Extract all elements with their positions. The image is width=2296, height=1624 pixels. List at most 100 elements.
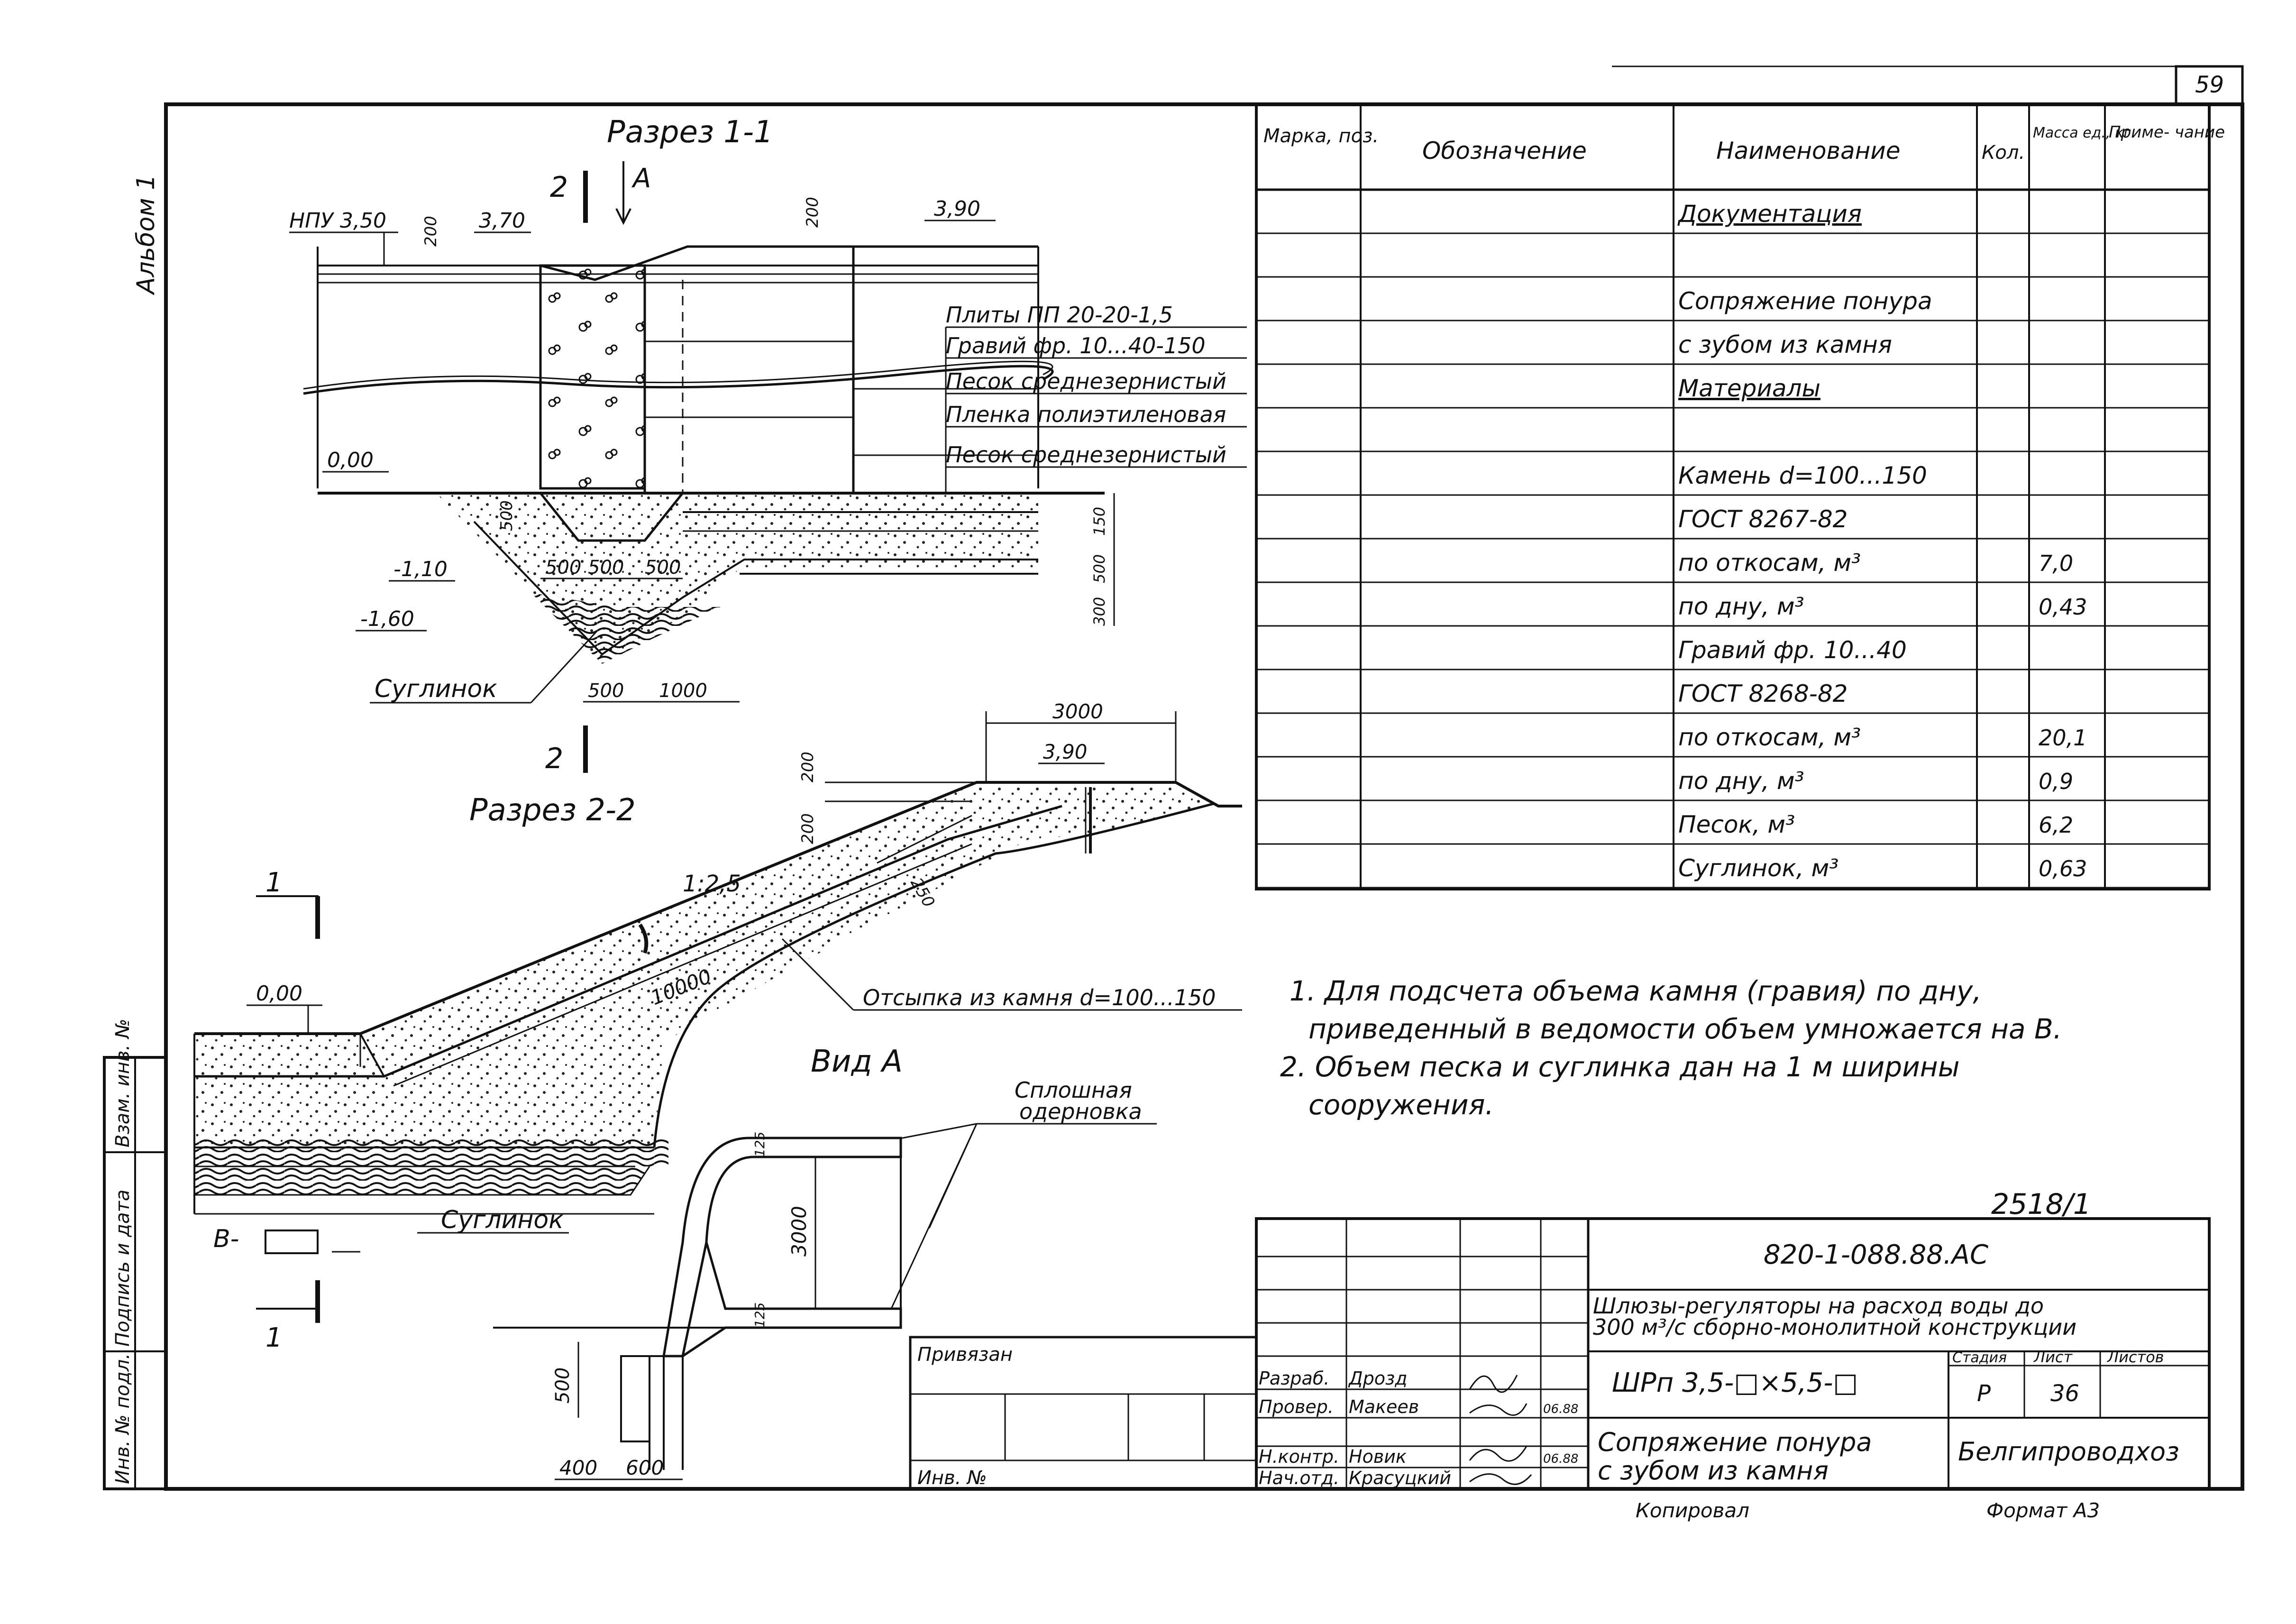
mark-code: ШРп 3,5-□×5,5-□	[1612, 1367, 1858, 1398]
spec-row-name: по дну, м³	[1678, 593, 1804, 620]
section-1-dim-150: 150	[1090, 507, 1108, 536]
section-1-dim-500d: 500	[588, 680, 624, 702]
section-1-dim-500v: 500	[497, 500, 516, 531]
section-2-dim-3000: 3000	[1052, 700, 1103, 723]
section-1-dim-1000: 1000	[659, 680, 707, 702]
note-line-3: 2. Объем песка и суглинка дан на 1 м шир…	[1280, 1051, 1960, 1083]
section-1-arrow-label: A	[631, 163, 651, 194]
signature-checker	[1469, 1403, 1528, 1416]
inv-label: Инв. №	[917, 1467, 987, 1489]
section-2-level-000: 0,00	[256, 982, 302, 1006]
view-a-dim-600: 600	[626, 1456, 664, 1479]
layer-film: Пленка полиэтиленовая	[946, 402, 1226, 427]
section-2-slope: 1:2,5	[683, 871, 741, 897]
archive-number: 2518/1	[1991, 1188, 2091, 1221]
section-1-dim-200a: 200	[421, 216, 440, 247]
drawing-title-1: Сопряжение понура	[1598, 1427, 1872, 1457]
date-checker: 06.88	[1543, 1402, 1578, 1416]
section-2-soil-label: Суглинок	[441, 1206, 564, 1234]
spec-row-mass: 0,9	[2039, 769, 2073, 794]
spec-row-mass: 6,2	[2039, 812, 2073, 838]
spec-row-name: по откосам, м³	[1678, 724, 1861, 751]
view-a-sod-2: одерновка	[1019, 1099, 1142, 1124]
date-normcontrol: 06.88	[1543, 1452, 1578, 1466]
view-a-dim-3000: 3000	[787, 1206, 811, 1257]
role-head: Нач.отд.	[1259, 1468, 1339, 1488]
section-1-title: Разрез 1-1	[607, 115, 773, 150]
organization: Белгипроводхоз	[1958, 1437, 2179, 1467]
title-block: Привязан Инв. № 820-1-088.88.АС Шлюзы-ре…	[909, 1217, 2211, 1490]
name-developer: Дрозд	[1348, 1368, 1408, 1389]
role-checker: Провер.	[1259, 1396, 1334, 1417]
section-1-dim-500r: 500	[1090, 554, 1108, 583]
signature-normcontrol	[1469, 1446, 1528, 1462]
notes: 1. Для подсчета объема камня (гравия) по…	[1280, 975, 2062, 1121]
sheet-value: 36	[2050, 1380, 2079, 1407]
section-2-dim-200a: 200	[798, 752, 817, 782]
section-2-mark-bottom: 1	[265, 1322, 283, 1353]
section-1-dim-500b: 500	[588, 557, 624, 578]
stage-label: Стадия	[1952, 1349, 2007, 1366]
section-1-level-npu: НПУ 3,50	[289, 209, 386, 233]
spec-row-mass: 20,1	[2039, 725, 2087, 751]
spec-row-name: ГОСТ 8268-82	[1678, 680, 1848, 707]
sheet-number: 59	[2195, 72, 2224, 98]
copied-by: Копировал	[1636, 1499, 1749, 1522]
side-stamp-inv: Инв. № подл.	[112, 1353, 134, 1484]
section-1-1: Разрез 1-1 2 A НПУ 3	[289, 115, 1247, 775]
section-2-stone-fill: Отсыпка из камня d=100...150	[863, 985, 1216, 1010]
drawing-title-2: с зубом из камня	[1598, 1456, 1829, 1486]
doc-code: 820-1-088.88.АС	[1764, 1239, 1988, 1270]
section-1-level-370: 3,70	[479, 209, 525, 233]
spec-row-name: Песок, м³	[1678, 811, 1795, 838]
spec-row-name: Материалы	[1678, 375, 1820, 402]
signature-head	[1469, 1473, 1532, 1485]
section-2-2: Разрез 2-2 3000 3,90 200 200 250 1:2,5 1…	[193, 700, 1242, 1353]
bound-label: Привязан	[917, 1344, 1013, 1366]
sheet-frame	[164, 65, 2244, 1491]
spec-row-mass: 7,0	[2039, 551, 2073, 576]
project-line-2: 300 м³/с сборно-монолитной конструкции	[1593, 1314, 2076, 1340]
spec-row-name: по откосам, м³	[1678, 549, 1861, 577]
spec-row-name: Камень d=100...150	[1678, 462, 1927, 489]
side-stamp	[103, 1056, 167, 1490]
spec-row-name: ГОСТ 8267-82	[1678, 505, 1848, 533]
spec-row-name: Документация	[1677, 200, 1862, 228]
section-1-dim-500a: 500	[545, 557, 581, 578]
section-1-level-390: 3,90	[934, 197, 980, 221]
section-1-dim-200b: 200	[803, 197, 822, 228]
section-2-title: Разрез 2-2	[469, 793, 636, 828]
spec-row-mass: 0,43	[2039, 594, 2087, 620]
spec-header-qty: Кол.	[1982, 142, 2025, 164]
view-a-dim-400: 400	[559, 1456, 597, 1479]
section-1-level-m160: -1,60	[360, 607, 414, 631]
name-normcontrol: Новик	[1349, 1446, 1407, 1467]
name-checker: Макеев	[1349, 1396, 1419, 1417]
album-label: Альбом 1	[132, 174, 160, 295]
section-2-width-label: В-	[213, 1225, 239, 1253]
spec-table: Марка, поз. Обозначение Наименование Кол…	[1255, 103, 2225, 890]
project-line-1: Шлюзы-регуляторы на расход воды до	[1593, 1293, 2044, 1319]
view-a: Вид А Сплошная одерновка 3000 125 125 50…	[493, 1044, 1157, 1480]
side-stamp-replace: Взам. инв. №	[112, 1018, 134, 1147]
section-1-dim-300r: 300	[1090, 597, 1108, 626]
view-a-sod-1: Сплошная	[1015, 1077, 1132, 1103]
sheet-label: Лист	[2033, 1348, 2073, 1366]
spec-row-name: Гравий фр. 10...40	[1678, 636, 1907, 664]
note-line-1: 1. Для подсчета объема камня (гравия) по…	[1290, 975, 1982, 1007]
spec-header-name: Наименование	[1716, 137, 1901, 165]
layer-gravel: Гравий фр. 10...40-150	[946, 333, 1206, 358]
section-2-mark-top: 1	[265, 867, 283, 898]
view-a-dim-125a: 125	[752, 1132, 768, 1157]
role-normcontrol: Н.контр.	[1259, 1446, 1339, 1467]
spec-row-name: Сопряжение понура	[1678, 287, 1932, 315]
spec-row-name: Суглинок, м³	[1678, 854, 1839, 882]
section-2-level-390: 3,90	[1043, 740, 1088, 763]
section-1-soil-label: Суглинок	[375, 675, 497, 703]
format-label: Формат А3	[1986, 1499, 2100, 1522]
spec-header-mark: Марка, поз.	[1263, 125, 1379, 147]
section-2-dim-200b: 200	[798, 813, 817, 844]
name-head: Красуцкий	[1349, 1468, 1451, 1488]
